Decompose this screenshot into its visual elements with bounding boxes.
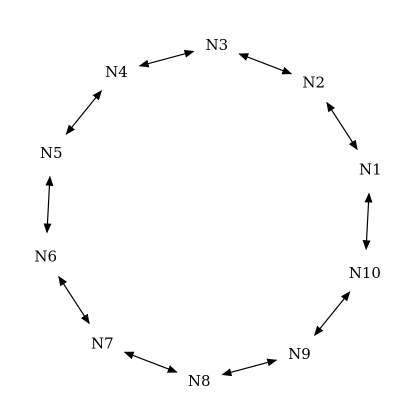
node-n1-label: N1 [359, 161, 382, 179]
edge-n4-n5 [65, 90, 103, 135]
edges-layer [43, 49, 373, 377]
edge-n6-n7 [58, 275, 90, 325]
edge-n2-n3 [238, 53, 293, 75]
node-n5-label: N5 [40, 144, 63, 162]
edge-n5-n6 [43, 175, 54, 234]
node-n6-label: N6 [34, 248, 57, 266]
node-n3-label: N3 [205, 36, 228, 54]
edge-n1-n2 [326, 101, 358, 151]
node-n9-label: N9 [288, 345, 311, 363]
node-n8-label: N8 [188, 372, 211, 390]
node-n4-label: N4 [105, 63, 128, 81]
node-n7-label: N7 [91, 335, 114, 353]
edge-n10-n1 [362, 192, 373, 251]
node-n2-label: N2 [302, 73, 325, 91]
edge-n9-n10 [313, 291, 351, 336]
edge-n8-n9 [221, 358, 278, 377]
node-n10-label: N10 [349, 264, 381, 282]
edge-n3-n4 [138, 49, 195, 68]
edge-n7-n8 [123, 351, 178, 373]
